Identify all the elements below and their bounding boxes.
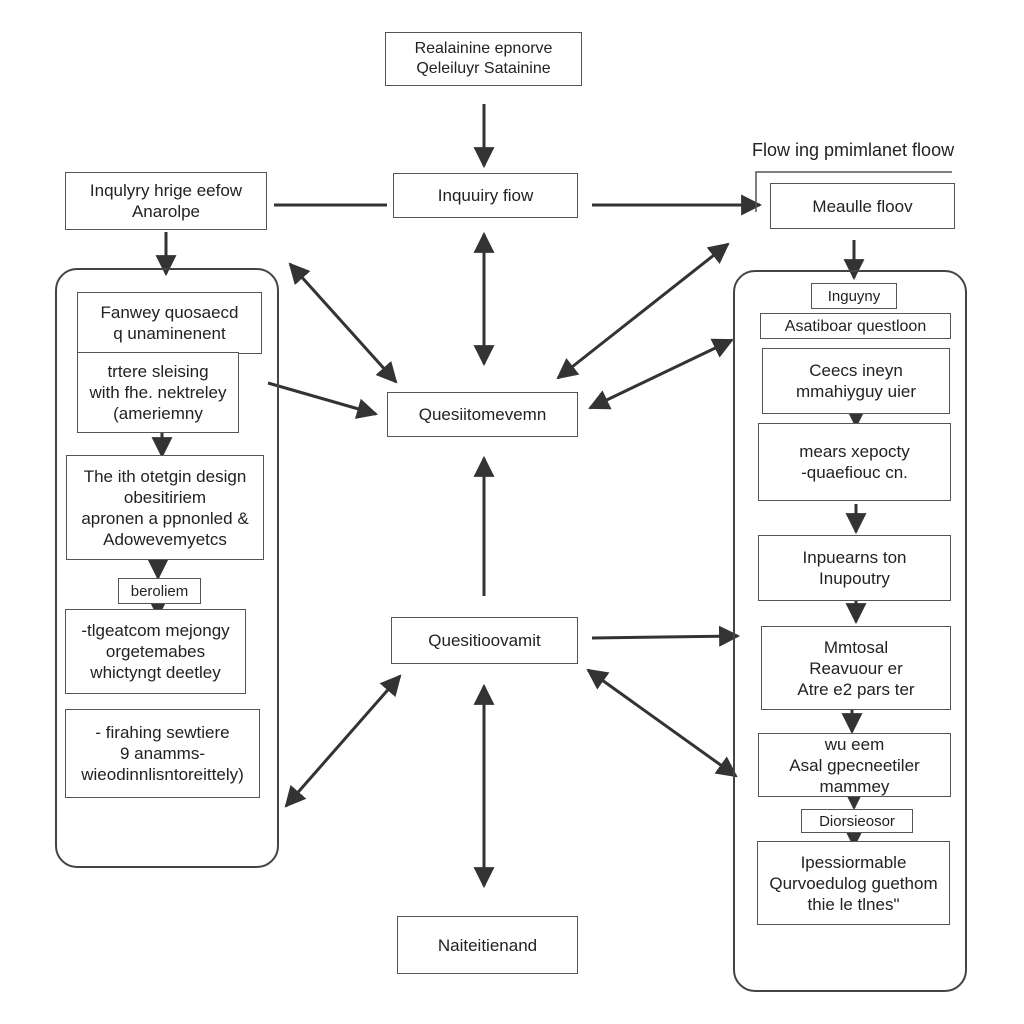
right-caption-bracket [755, 171, 952, 212]
left-step-3: The ith otetgin design obesitiriem apron… [66, 455, 264, 560]
right-step-7: wu eem Asal gpecneetiler mammey [758, 733, 951, 797]
questionnaire-low-box: Quesitioovamit [391, 617, 578, 664]
left-group-container [55, 268, 279, 868]
right-step-8: Diorsieosor [801, 809, 913, 833]
questionnaire-mid-box: Quesiitomevemn [387, 392, 578, 437]
right-step-1: Inguyny [811, 283, 897, 309]
connector-low-right-diag [586, 668, 738, 778]
connector-mid-to-right [588, 338, 734, 410]
connector-low-to-right [591, 625, 741, 647]
connector-left-to-mid [267, 381, 379, 419]
left-step-6: - firahing sewtiere 9 anamms- wieodinnli… [65, 709, 260, 798]
right-step-2: Asatiboar questloon [760, 313, 951, 339]
right-step-9: Ipessiormable Qurvoedulog guethom thie l… [757, 841, 950, 925]
right-step-6: Mmtosal Reavuour er Atre e2 pars ter [761, 626, 951, 710]
right-caption: Flow ing pmimlanet floow [752, 140, 955, 160]
right-step-3: Ceecs ineyn mmahiyguy uier [762, 348, 950, 414]
right-step-4: mears xepocty -quaefiouc cn. [758, 423, 951, 501]
top-box: Realainine epnorve Qeleiluyr Satainine [385, 32, 582, 86]
left-header-box: Inqulyry hrige eefow Anarolpe [65, 172, 267, 230]
connector-diag-upper-right [556, 242, 730, 380]
left-step-5: -tlgeatcom mejongy orgetemabes whictyngt… [65, 609, 246, 694]
left-step-4: beroliem [118, 578, 201, 604]
right-header-box: Meaulle floov [770, 183, 955, 229]
right-step-5: Inpuearns ton Inupoutry [758, 535, 951, 601]
left-step-1: Fanwey quosaecd q unaminenent [77, 292, 262, 354]
inquiry-flow-box: Inquuiry fiow [393, 173, 578, 218]
left-step-2: trtere sleising with fhe. nektreley (ame… [77, 352, 239, 433]
connector-diag-upper-left [288, 262, 398, 384]
bottom-box: Naiteitienand [397, 916, 578, 974]
right-group-container [733, 270, 967, 992]
connector-low-left-diag [284, 674, 402, 808]
